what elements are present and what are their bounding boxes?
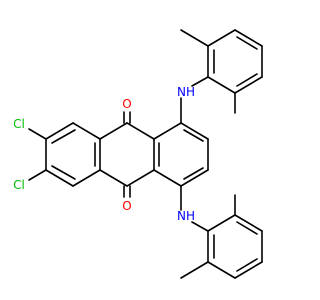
central-ring-bonds <box>99 122 155 187</box>
top-dimethylphenyl-bonds <box>180 29 263 114</box>
chlorine-top-label: Cl <box>13 117 25 131</box>
chlorine-bonds <box>28 128 47 181</box>
atom-labels: O O Cl Cl NH NH <box>13 85 195 223</box>
oxygen-bottom-label: O <box>122 199 131 213</box>
bottom-dimethylphenyl-bonds <box>180 194 263 279</box>
right-ring-bonds <box>153 122 209 187</box>
amine-top-label: NH <box>177 85 195 99</box>
amine-bottom-label: NH <box>177 209 195 223</box>
molecule-structure: O O Cl Cl NH NH <box>13 29 263 279</box>
chlorine-bottom-label: Cl <box>13 178 25 192</box>
left-ring-bonds <box>45 122 101 187</box>
carbonyl-bonds <box>123 111 131 198</box>
oxygen-top-label: O <box>122 97 131 111</box>
